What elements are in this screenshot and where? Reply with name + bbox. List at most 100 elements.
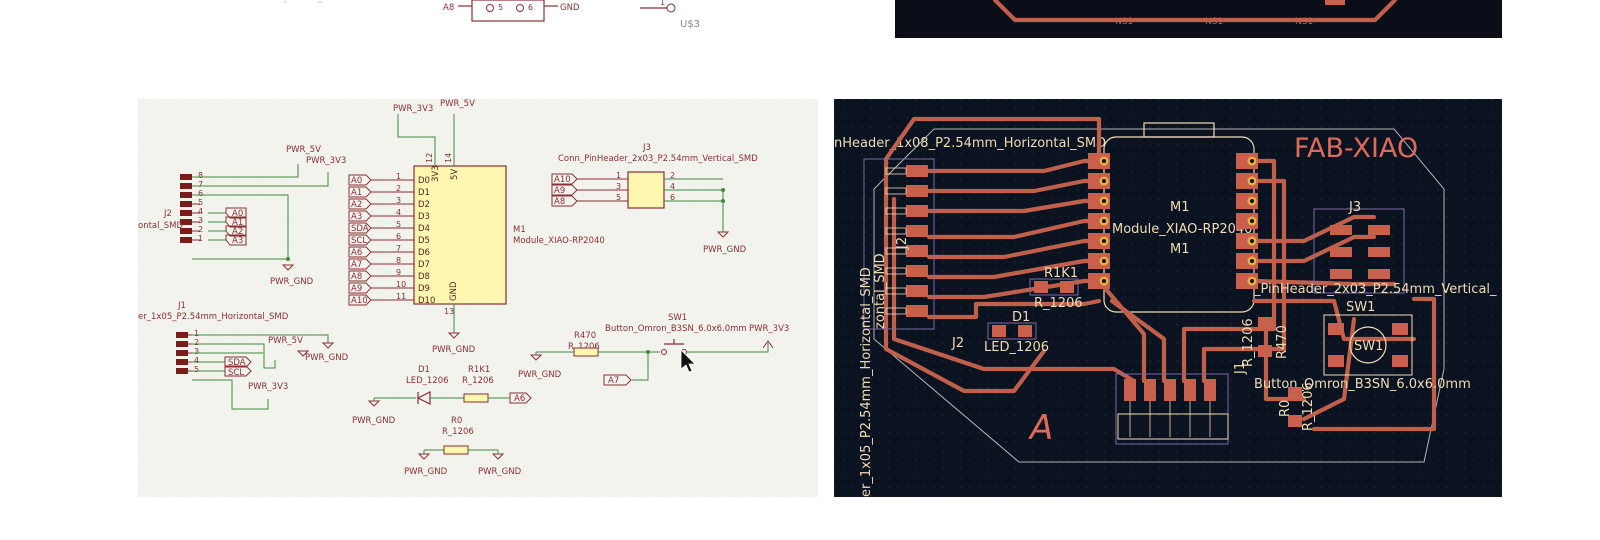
j3-net-label: A8 — [554, 197, 565, 207]
m1-pin-12: 12 — [425, 153, 434, 163]
j2-footprint-pads — [885, 165, 928, 317]
pcb-j2-ref: J2 — [951, 336, 964, 351]
j2-smd-pad — [906, 245, 928, 257]
a6-label: A6 — [514, 394, 525, 404]
m1-net-label-box — [348, 294, 372, 306]
m1-pin-number: 11 — [396, 292, 406, 301]
m1-pin-name: D10 — [418, 296, 435, 306]
pin-6-label: 6 — [528, 3, 533, 12]
pin-a8-label: A8 — [443, 3, 454, 13]
m1-net-label: A7 — [351, 260, 362, 270]
pwr-3v3-top: PWR_3V3 — [393, 104, 433, 114]
j1-pin-pad — [176, 350, 188, 356]
pwr-5v-top: PWR_5V — [440, 99, 475, 109]
j3-net-label-box — [551, 195, 578, 207]
m1-pin-number: 10 — [396, 280, 406, 289]
j1-pin-pad — [176, 332, 188, 338]
m1-pin-number: 4 — [396, 208, 401, 217]
r470-sw1-circuit[interactable]: R470 R_1206 A7 PWR_GND SW1 Button_Omron_… — [518, 313, 789, 386]
gnd-label: GND — [560, 3, 580, 13]
j3-smd-pad — [1368, 225, 1390, 235]
d1-value: LED_1206 — [406, 376, 449, 386]
m1-net-label: A6 — [351, 248, 362, 258]
m1-module-symbol[interactable]: PWR_3V3 PWR_5V 3V3 5V 12 14 GND 13 PWR_G… — [348, 99, 605, 355]
j1-scl-label: SCL — [228, 368, 244, 378]
sw1-value: Button_Omron_B3SN_6.0x6.0mm — [605, 324, 747, 334]
j1-connector-symbol[interactable]: J1 er_1x05_P2.54mm_Horizontal_SMD 12345 … — [138, 301, 349, 410]
d1-gnd: PWR_GND — [352, 416, 396, 426]
m1-pin-number: 8 — [396, 256, 401, 265]
pcb-m1-value: Module_XIAO-RP2040 — [1112, 222, 1252, 237]
j3-smd-pad — [1368, 269, 1390, 279]
m1-net-label-box — [348, 246, 372, 258]
j1-pin-number: 4 — [194, 356, 199, 365]
j2-value: ontal_SMD — [138, 221, 183, 231]
j2-pin-number: 6 — [198, 189, 203, 198]
j1-smd-pad — [1124, 379, 1136, 401]
j3-ref: J3 — [642, 143, 651, 153]
pcb-m1-ref: M1 — [1170, 200, 1190, 215]
m1-net-label: SCL — [351, 236, 367, 246]
pcb-canvas[interactable]: FAB-XIAO nHeader_1x08_P2.54mm_Horizontal… — [834, 99, 1502, 497]
j3-smd-pad — [1330, 247, 1352, 257]
m1-pin-gnd: GND — [449, 281, 459, 301]
pcb-header-label: nHeader_1x08_P2.54mm_Horizontal_SMD — [834, 136, 1106, 151]
pin-1-label: 1 — [660, 0, 665, 7]
pcb-j3-value: _PinHeader_2x03_P2.54mm_Vertical_ — [1253, 282, 1497, 297]
j1-smd-pad — [1164, 379, 1176, 401]
m1-net-label-box — [348, 270, 372, 282]
j2-smd-pad — [906, 185, 928, 197]
j2-pin-pad — [180, 237, 192, 243]
m1-net-label-box — [348, 222, 372, 234]
pcb-d1-ref: D1 — [1012, 310, 1030, 325]
board-outline — [873, 128, 1445, 463]
ns1-label-2: NS1 — [1205, 17, 1223, 27]
j2-net-label-box — [225, 234, 247, 246]
m1-pin-number: 7 — [396, 244, 401, 253]
ns1-label-1: NS1 — [1115, 17, 1133, 27]
j2-pin-number: 3 — [198, 216, 203, 225]
pcb-j1-ref: J1 — [1233, 362, 1248, 375]
j1-smd-pad — [1204, 379, 1216, 401]
m1-pin-name: D7 — [418, 260, 430, 270]
j3-header-symbol[interactable]: J3 Conn_PinHeader_2x03_P2.54mm_Vertical_… — [551, 143, 758, 255]
m1-net-label-box — [348, 198, 372, 210]
pcb-r0-value-vertical: R_1206 — [1301, 382, 1316, 431]
j1-pin-pad — [176, 341, 188, 347]
r470-ref: R470 — [574, 331, 596, 341]
m1-net-label: A2 — [351, 200, 362, 210]
pwr-gnd-j3: PWR_GND — [703, 245, 747, 255]
j2-pin-number: 5 — [198, 198, 203, 207]
m1-net-label: A10 — [351, 296, 368, 306]
j2-pin-pad — [180, 201, 192, 207]
m1-pin-number: 9 — [396, 268, 401, 277]
m1-net-label-box — [348, 234, 372, 246]
pcb-r0-vertical: R0 — [1278, 400, 1293, 417]
r0-value: R_1206 — [442, 427, 474, 437]
j3-net-label: A9 — [554, 186, 565, 196]
r0-ref: R0 — [451, 416, 462, 426]
m1-net-label-box — [348, 282, 372, 294]
pcb-view[interactable]: FAB-XIAO nHeader_1x08_P2.54mm_Horizontal… — [834, 99, 1502, 497]
pcb-r1206-vertical: R_1206 — [1241, 318, 1256, 367]
j2-smd-pad — [906, 225, 928, 237]
j3-pin-number-right: 2 — [670, 171, 675, 180]
r470-gnd: PWR_GND — [518, 370, 562, 380]
j2-pin-number: 7 — [198, 180, 203, 189]
d1-r1k1-circuit[interactable]: D1 LED_1206 R1K1 R_1206 A6 PWR_GND — [352, 365, 532, 426]
j1-ref: J1 — [177, 301, 186, 311]
m1-net-label-box — [348, 174, 372, 186]
j2-pin-number: 8 — [198, 171, 203, 180]
j3-net-label: A10 — [554, 175, 571, 185]
m1-pin-name: D4 — [418, 224, 430, 234]
d1-ref: D1 — [418, 365, 430, 375]
j3-smd-pad — [1330, 225, 1352, 235]
r0-circuit[interactable]: R0 R_1206 PWR_GND PWR_GND — [404, 416, 522, 477]
j2-net-label: A3 — [232, 236, 243, 246]
j2-pin-pad — [180, 183, 192, 189]
m1-value: Module_XIAO-RP2040 — [513, 236, 605, 246]
